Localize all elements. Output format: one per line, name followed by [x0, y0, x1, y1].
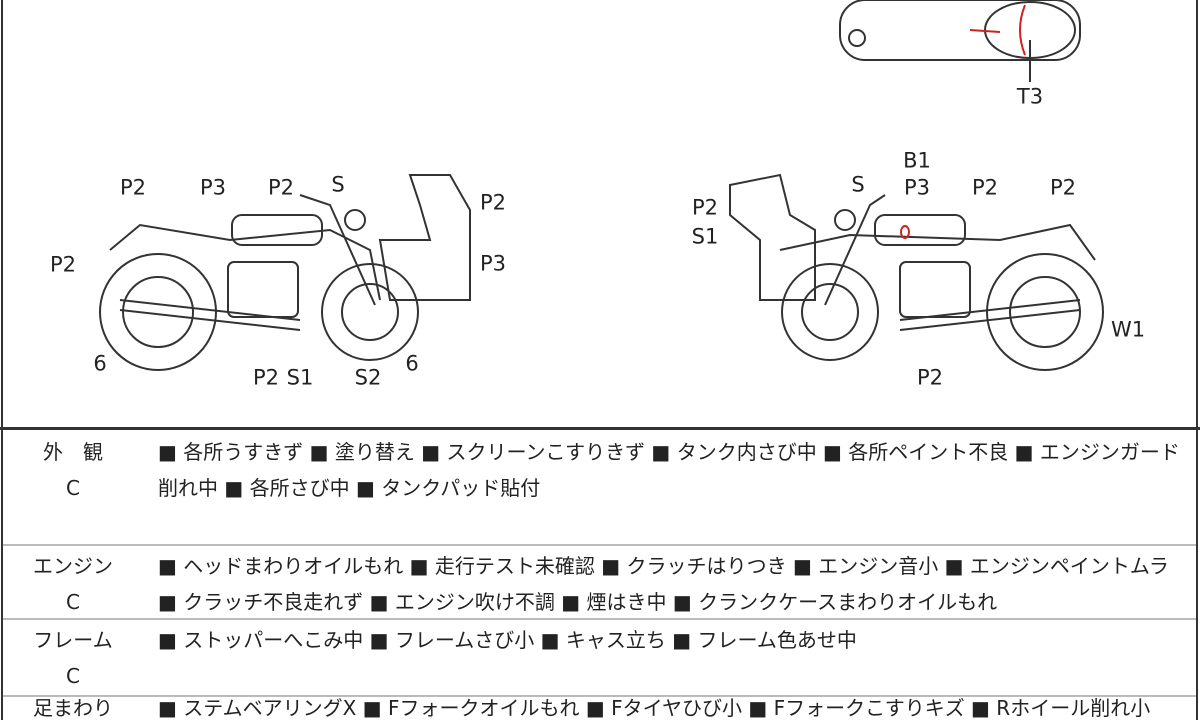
- label-right: W1: [1110, 317, 1146, 342]
- row-category: 足まわり: [33, 696, 113, 720]
- row-items: ■ ストッパーへこみ中 ■ フレームさび小 ■ キャス立ち ■ フレーム色あせ中: [158, 628, 857, 652]
- label-left: 6: [405, 351, 419, 376]
- label-right: S: [851, 172, 865, 197]
- section-divider: [0, 427, 1200, 430]
- left-side-bike: [99, 174, 471, 371]
- label-left: P2: [49, 252, 77, 277]
- row-grade: C: [66, 590, 80, 614]
- label-t3: T3: [1016, 84, 1044, 109]
- label-right: P2: [691, 195, 719, 220]
- label-left: S2: [354, 365, 382, 390]
- label-left: S: [331, 172, 345, 197]
- label-right: P2: [916, 365, 944, 390]
- top-view-bike: [839, 0, 1081, 82]
- row-grade: C: [66, 476, 80, 500]
- motorcycle-drawings: [99, 0, 1104, 371]
- row-items: ■ 各所うすきず ■ 塗り替え ■ スクリーンこすりきず ■ タンク内さび中 ■…: [158, 440, 1180, 500]
- frame-border: [1196, 0, 1198, 720]
- row-items: ■ ヘッドまわりオイルもれ ■ 走行テスト未確認 ■ クラッチはりつき ■ エン…: [158, 554, 1169, 614]
- label-left: P2: [267, 175, 295, 200]
- label-right: S1: [691, 224, 719, 249]
- label-right: P2: [971, 175, 999, 200]
- label-right: P3: [903, 175, 931, 200]
- label-left: S1: [286, 365, 314, 390]
- label-left: P2: [252, 365, 280, 390]
- right-side-bike: [729, 173, 1104, 371]
- label-right: P2: [1049, 175, 1077, 200]
- label-right: B1: [903, 148, 931, 173]
- label-left: P2: [479, 190, 507, 215]
- frame-border: [1, 0, 3, 720]
- row-items: ■ ステムベアリングX ■ Fフォークオイルもれ ■ Fタイヤひび小 ■ Fフォ…: [158, 696, 1151, 720]
- row-grade: C: [66, 664, 80, 688]
- label-left: P2: [119, 175, 147, 200]
- condition-row-suspension: 足まわり ■ ステムベアリングX ■ Fフォークオイルもれ ■ Fタイヤひび小 …: [3, 697, 1196, 719]
- label-left: P3: [479, 251, 507, 276]
- label-left: P3: [199, 175, 227, 200]
- damage-diagram: T3 P2 P3 P2 S P2 P3 P2 6 P2 S1 S2 6 B1 S…: [49, 0, 1146, 390]
- label-left: 6: [93, 351, 107, 376]
